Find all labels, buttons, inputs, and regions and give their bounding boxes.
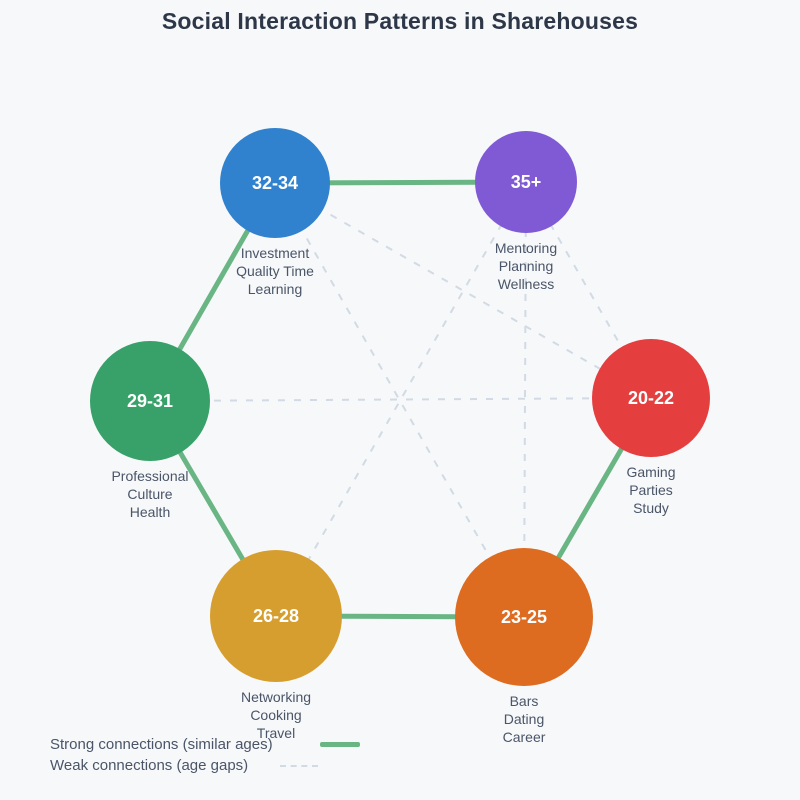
activity-label-29-31: Professional xyxy=(111,468,188,484)
activity-label-35+: Planning xyxy=(499,258,554,274)
edge-weak-32-34-23-25 xyxy=(274,182,525,618)
node-age-label-23-25: 23-25 xyxy=(501,607,547,627)
legend-swatch-strong-line xyxy=(320,742,360,747)
activity-label-29-31: Culture xyxy=(127,486,172,502)
legend-row-strong: Strong connections (similar ages) xyxy=(50,734,450,755)
activity-label-26-28: Cooking xyxy=(250,707,301,723)
activity-label-20-22: Parties xyxy=(629,482,673,498)
activity-label-26-28: Travel xyxy=(257,725,295,741)
node-age-label-35+: 35+ xyxy=(511,172,542,192)
activity-label-26-28: Networking xyxy=(241,689,311,705)
node-age-35+ xyxy=(475,131,577,233)
edge-weak-32-34-20-22 xyxy=(274,182,652,399)
legend: Strong connections (similar ages) Weak c… xyxy=(50,734,450,776)
node-age-label-26-28: 26-28 xyxy=(253,606,299,626)
activity-label-23-25: Bars xyxy=(510,693,539,709)
legend-label-strong: Strong connections (similar ages) xyxy=(50,736,273,753)
node-age-label-20-22: 20-22 xyxy=(628,388,674,408)
node-age-label-32-34: 32-34 xyxy=(252,173,298,193)
node-age-label-29-31: 29-31 xyxy=(127,391,173,411)
activity-label-20-22: Study xyxy=(633,500,669,516)
node-age-29-31 xyxy=(90,341,210,461)
node-age-23-25 xyxy=(455,548,593,686)
edge-weak-29-31-20-22 xyxy=(149,397,652,402)
activity-label-35+: Wellness xyxy=(498,276,555,292)
activity-label-29-31: Health xyxy=(130,504,170,520)
node-age-26-28 xyxy=(210,550,342,682)
activity-label-23-25: Career xyxy=(503,729,546,745)
activity-label-23-25: Dating xyxy=(504,711,544,727)
legend-swatch-weak-line xyxy=(280,765,318,767)
page-title: Social Interaction Patterns in Sharehous… xyxy=(161,8,639,34)
activity-label-20-22: Gaming xyxy=(626,464,675,480)
node-age-32-34 xyxy=(220,128,330,238)
activity-label-35+: Mentoring xyxy=(495,240,557,256)
legend-row-weak: Weak connections (age gaps) xyxy=(50,755,450,776)
legend-label-weak: Weak connections (age gaps) xyxy=(50,757,249,774)
activity-label-32-34: Investment xyxy=(241,245,310,261)
edge-weak-35+-26-28 xyxy=(275,181,527,617)
activity-label-32-34: Learning xyxy=(248,281,303,297)
activity-label-32-34: Quality Time xyxy=(236,263,314,279)
node-age-20-22 xyxy=(592,339,710,457)
